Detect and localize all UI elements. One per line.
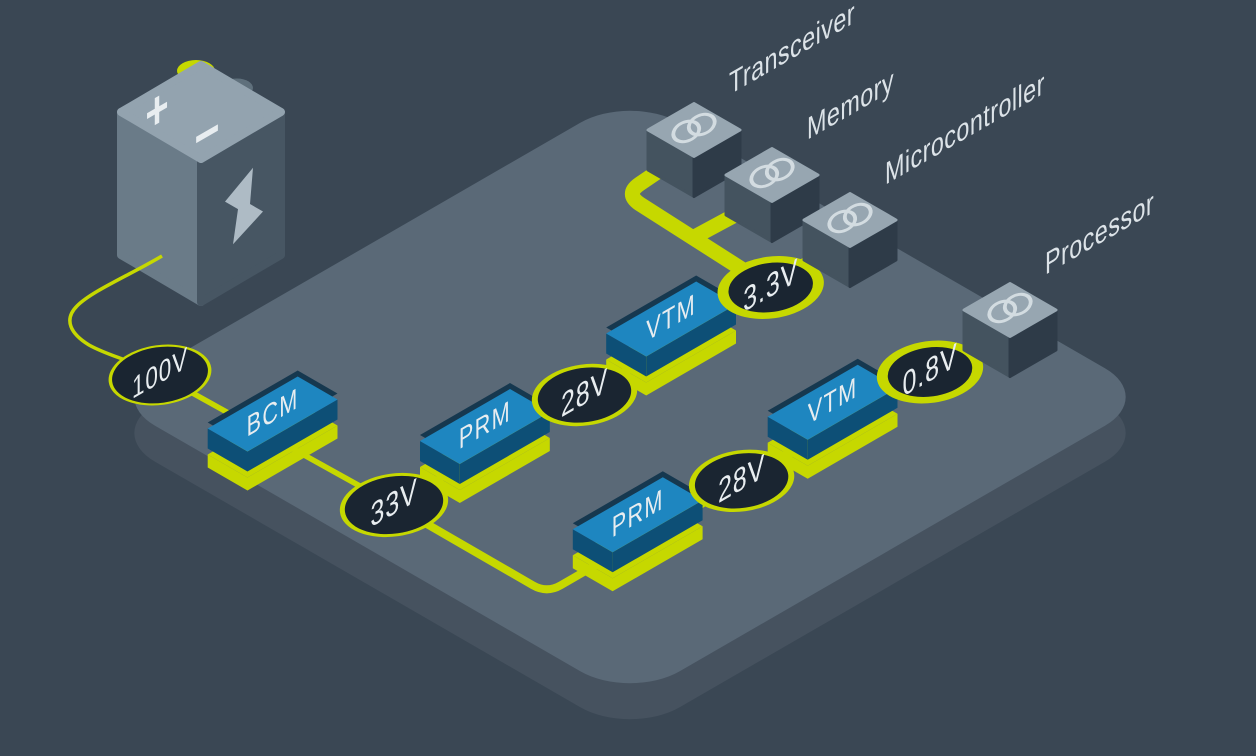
battery-top-face: [117, 61, 285, 163]
node-28v-upper: 28V: [531, 360, 638, 427]
node-disc: [339, 472, 449, 538]
chip-top-face: [802, 192, 898, 248]
load-memory: [724, 147, 820, 243]
ring-left: [987, 299, 1018, 324]
chip-top-face: [724, 147, 820, 203]
module-left-face: [420, 441, 460, 484]
module-base-side: [420, 438, 550, 503]
module-base-side: [606, 330, 736, 396]
module-right-face: [459, 412, 550, 484]
ring-right: [686, 112, 717, 137]
module-left-face: [572, 529, 613, 573]
coil-rings-icon: [827, 202, 873, 234]
ring-right: [842, 202, 873, 227]
node-33v: 33V: [339, 470, 449, 538]
chip-top-face: [646, 102, 742, 158]
wire-33v-to-prm-lower: [391, 501, 640, 594]
ring-right: [764, 157, 795, 182]
voltage-nodes: 100V 33V 28V 3.3V 28V: [108, 251, 984, 538]
node-disc: [108, 344, 212, 406]
module-top-face: [207, 376, 338, 452]
coil-rings-icon: [987, 292, 1033, 324]
node-28v-lower: 28V: [688, 446, 795, 512]
module-bcm: BCM: [207, 370, 338, 491]
module-left-face: [207, 428, 248, 472]
battery-minus-mark: −: [194, 94, 219, 173]
module-vtm-upper: VTM: [606, 275, 736, 396]
module-right-face: [646, 304, 736, 377]
node-disc: [688, 449, 795, 512]
node-0-8v: 0.8V: [876, 335, 984, 404]
battery: + −: [117, 60, 285, 306]
node-disc: [876, 340, 984, 404]
module-prm-lower: PRM: [572, 471, 703, 592]
ring-right: [1002, 292, 1033, 317]
module-base-side: [207, 425, 338, 491]
chip-top-face: [962, 282, 1058, 338]
module-right-face: [612, 500, 703, 573]
ring-left: [827, 209, 858, 234]
load-transceiver: [646, 102, 742, 198]
module-top-face: [420, 389, 550, 464]
battery-plus-mark: +: [145, 73, 168, 146]
module-left-face: [767, 416, 808, 460]
module-right-face: [807, 387, 898, 460]
module-left-face: [606, 333, 647, 377]
node-disc: [717, 256, 824, 319]
wire-battery-to-100v: [68, 254, 163, 374]
node-disc: [531, 363, 638, 427]
load-microcontroller: [802, 192, 898, 288]
ring-left: [671, 119, 702, 144]
node-3-3v: 3.3V: [717, 251, 824, 320]
module-right-face: [247, 399, 338, 472]
module-base-side: [767, 413, 898, 479]
load-processor: [962, 282, 1058, 378]
lightning-bolt-icon: [225, 167, 263, 245]
module-base-side: [572, 526, 703, 592]
module-prm-upper: PRM: [420, 383, 550, 503]
ring-left: [749, 164, 780, 189]
module-top-face: [572, 477, 703, 553]
wire-3-3v-trunk-to-transceiver: [624, 154, 779, 295]
module-top-face: [606, 281, 736, 357]
coil-rings-icon: [749, 157, 795, 189]
coil-rings-icon: [671, 112, 717, 144]
module-top-face: [767, 364, 898, 440]
node-100v: 100V: [108, 340, 212, 406]
load-chips: [646, 102, 1058, 378]
